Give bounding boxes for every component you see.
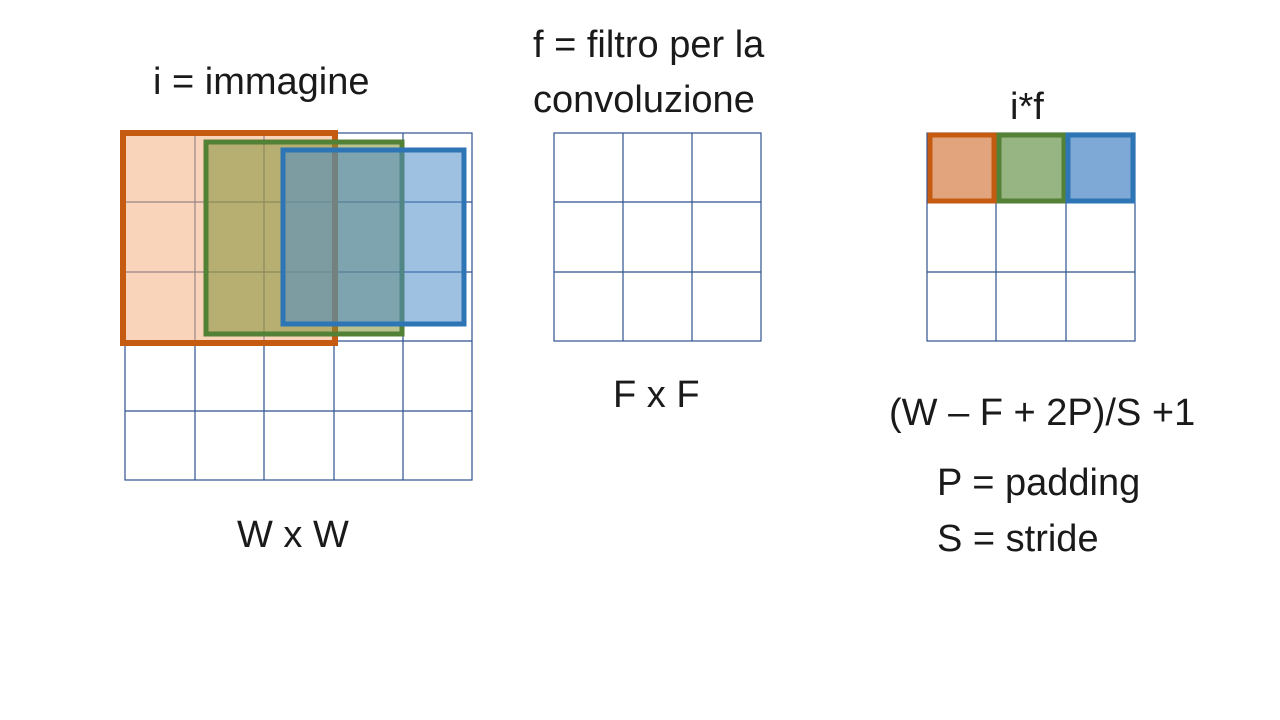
padding-definition: P = padding xyxy=(937,462,1141,504)
output-cell-blue xyxy=(1065,132,1136,204)
image-title: i = immagine xyxy=(153,61,370,103)
blue-window xyxy=(280,147,467,327)
filter-grid xyxy=(553,132,762,342)
output-title: i*f xyxy=(1010,86,1044,128)
output-cell-green xyxy=(996,132,1067,204)
stride-definition: S = stride xyxy=(937,518,1099,560)
output-cell-orange xyxy=(927,132,997,204)
filter-size-label: F x F xyxy=(613,374,700,416)
output-size-formula: (W – F + 2P)/S +1 xyxy=(889,392,1196,434)
filter-title-line2: convoluzione xyxy=(533,79,755,121)
image-size-label: W x W xyxy=(237,514,349,556)
filter-title-line1: f = filtro per la xyxy=(533,24,765,66)
